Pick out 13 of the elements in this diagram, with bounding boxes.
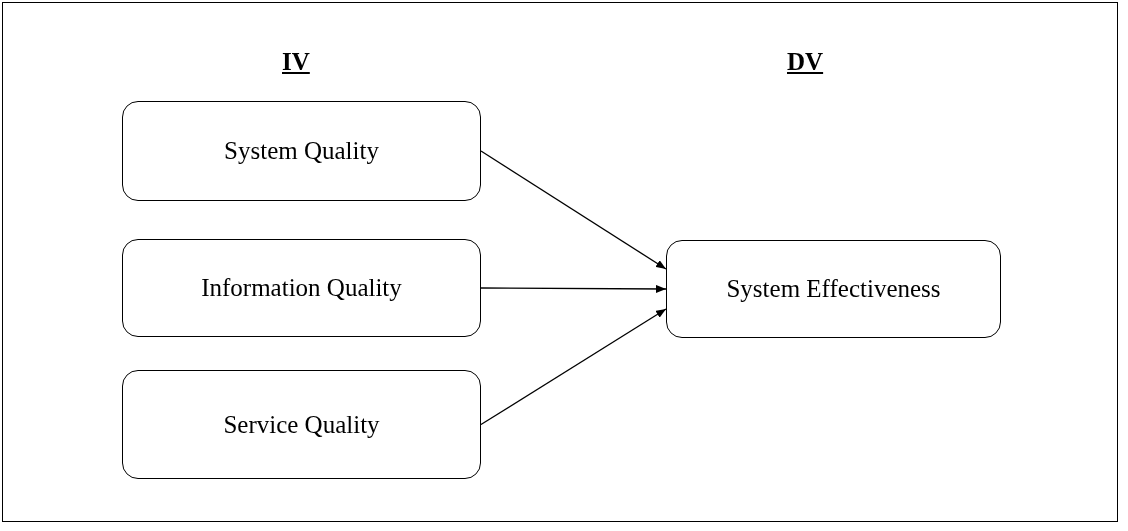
column-heading: DV	[787, 48, 824, 76]
arrow	[480, 284, 667, 293]
arrow	[480, 150, 667, 270]
variable-box	[666, 240, 1001, 338]
box-label: Information Quality	[201, 274, 402, 302]
box-label: System Effectiveness	[726, 275, 941, 303]
arrow	[480, 308, 667, 426]
box-label: System Quality	[224, 137, 379, 165]
box-label: Service Quality	[223, 410, 380, 439]
column-heading: IV	[282, 48, 310, 76]
variable-box	[122, 239, 481, 337]
variable-box	[122, 101, 481, 201]
variable-box	[122, 370, 481, 479]
